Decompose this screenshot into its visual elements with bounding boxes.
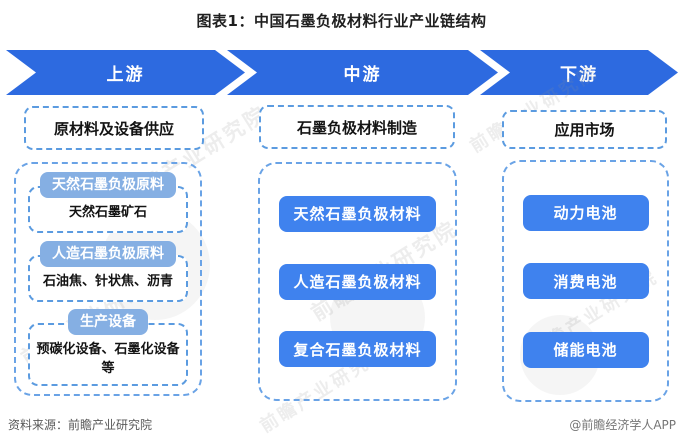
stage-arrow-downstream-label: 下游 [560, 65, 598, 85]
brand-credit: @前瞻经济学人APP [569, 418, 676, 432]
upstream-group-artificial-graphite: 人造石墨负极原料 石油焦、针状焦、沥青 [28, 240, 188, 302]
downstream-container: 动力电池 消费电池 储能电池 [502, 160, 669, 402]
upstream-group-production-equipment: 生产设备 预碳化设备、石墨化设备等 [28, 309, 188, 387]
downstream-item-storage-battery: 储能电池 [522, 331, 649, 368]
upstream-group-natural-graphite: 天然石墨负极原料 天然石墨矿石 [28, 171, 188, 233]
downstream-header-box: 应用市场 [502, 110, 667, 149]
source-note: 资料来源：前瞻产业研究院 [8, 418, 153, 432]
figure-title: 图表1：中国石墨负极材料行业产业链结构 [196, 12, 487, 30]
upstream-container: 天然石墨负极原料 天然石墨矿石 人造石墨负极原料 石油焦、针状焦、沥青 生产设备… [14, 162, 202, 396]
upstream-group-detail: 预碳化设备、石墨化设备等 [28, 323, 188, 387]
downstream-item-power-battery: 动力电池 [522, 194, 649, 231]
upstream-group-label: 人造石墨负极原料 [40, 240, 176, 267]
stage-arrow-midstream: 中游 [227, 50, 498, 95]
midstream-item-composite: 复合石墨负极材料 [279, 331, 436, 368]
midstream-header-box: 石墨负极材料制造 [259, 105, 455, 149]
downstream-item-consumer-battery: 消费电池 [522, 263, 649, 299]
upstream-group-label: 生产设备 [68, 309, 148, 336]
stage-arrow-upstream-label: 上游 [106, 65, 145, 85]
midstream-container: 天然石墨负极材料 人造石墨负极材料 复合石墨负极材料 [258, 162, 457, 401]
midstream-item-natural: 天然石墨负极材料 [279, 195, 436, 232]
midstream-item-artificial: 人造石墨负极材料 [279, 263, 436, 300]
stage-arrow-downstream: 下游 [480, 50, 678, 95]
stage-arrow-upstream: 上游 [6, 50, 245, 95]
upstream-header-box: 原材料及设备供应 [24, 106, 204, 150]
upstream-group-label: 天然石墨负极原料 [40, 171, 176, 198]
stage-arrow-midstream-label: 中游 [343, 65, 382, 85]
